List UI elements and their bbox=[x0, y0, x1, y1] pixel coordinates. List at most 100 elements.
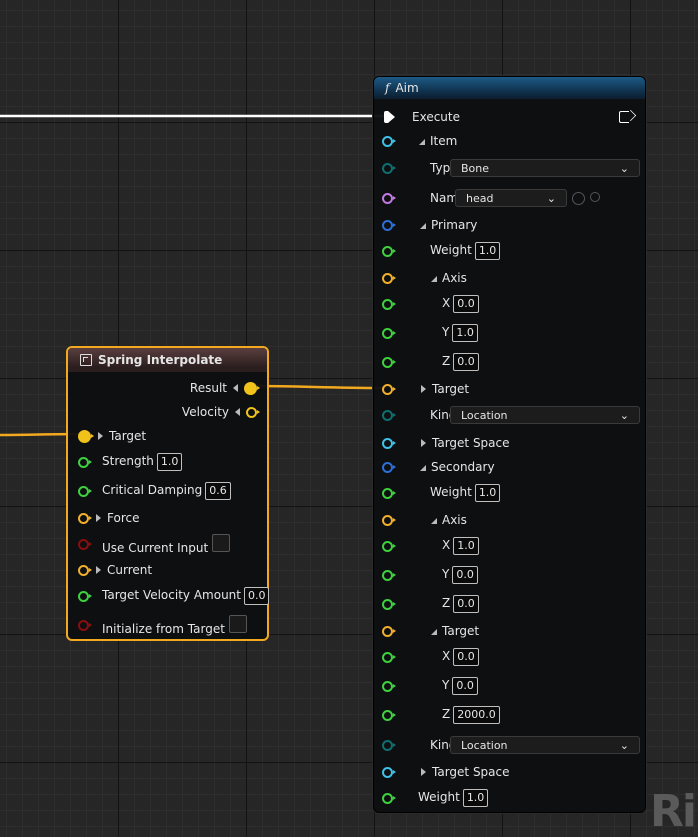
p-kind-pin[interactable] bbox=[382, 409, 396, 421]
p-z-pin[interactable] bbox=[382, 356, 396, 368]
secondary-text: Secondary bbox=[431, 460, 495, 474]
s-space-pin[interactable] bbox=[382, 766, 396, 778]
collapsed-arrow-icon[interactable] bbox=[96, 566, 101, 574]
result-output-pin[interactable] bbox=[244, 381, 260, 395]
initialize-from-target-pin[interactable] bbox=[78, 619, 92, 631]
spring-node-title: Spring Interpolate bbox=[98, 353, 223, 367]
s-weight-value-field[interactable]: 1.0 bbox=[474, 484, 501, 502]
s-z-pin[interactable] bbox=[382, 598, 396, 610]
p-weight-value-field[interactable]: 1.0 bbox=[474, 242, 501, 260]
s-z-value-field[interactable]: 0.0 bbox=[453, 595, 479, 613]
critical-damping-text: Critical Damping bbox=[102, 483, 203, 497]
s-target-pin[interactable] bbox=[382, 625, 396, 637]
spring-node-header[interactable]: Spring Interpolate bbox=[68, 348, 267, 372]
aim-row-p-target: Target bbox=[382, 379, 637, 399]
s-x-value-field[interactable]: 1.0 bbox=[453, 537, 479, 555]
result-output-label: Result bbox=[189, 381, 227, 395]
p-y-value-field[interactable]: 1.0 bbox=[452, 324, 478, 342]
s-y-pin[interactable] bbox=[382, 569, 396, 581]
expanded-arrow-icon[interactable] bbox=[431, 629, 437, 635]
t-x-value-field[interactable]: 0.0 bbox=[453, 648, 479, 666]
s-weight-pin[interactable] bbox=[382, 487, 396, 499]
weight-pin[interactable] bbox=[382, 792, 396, 804]
target-velocity-amount-pin[interactable] bbox=[78, 590, 92, 602]
name-pin[interactable] bbox=[382, 192, 396, 204]
collapsed-arrow-icon[interactable] bbox=[421, 768, 426, 776]
use-selected-icon[interactable] bbox=[572, 191, 585, 205]
p-y-pin[interactable] bbox=[382, 327, 396, 339]
target-pin[interactable] bbox=[78, 429, 94, 443]
p-kind-dropdown[interactable]: Location⌄ bbox=[450, 406, 640, 424]
s-axis-pin[interactable] bbox=[382, 514, 396, 526]
output-arrow-icon bbox=[235, 408, 240, 416]
t-x-pin[interactable] bbox=[382, 651, 396, 663]
use-current-input-pin[interactable] bbox=[78, 538, 92, 550]
primary-label: Primary bbox=[420, 218, 477, 232]
critical-damping-value-field[interactable]: 0.6 bbox=[205, 482, 231, 500]
target-velocity-amount-value-field[interactable]: 0.0 bbox=[243, 587, 270, 605]
aim-row-execute: Execute bbox=[382, 107, 637, 127]
exec-input-pin[interactable] bbox=[384, 111, 395, 123]
bone-name-dropdown[interactable]: head⌄ bbox=[455, 189, 567, 207]
t-z-value-field[interactable]: 2000.0 bbox=[453, 706, 500, 724]
aim-row-p-axis: Axis bbox=[382, 268, 637, 288]
collapsed-arrow-icon[interactable] bbox=[98, 432, 103, 440]
chevron-down-icon: ⌄ bbox=[546, 191, 556, 205]
item-pin[interactable] bbox=[382, 135, 396, 147]
critical-damping-pin[interactable] bbox=[78, 485, 92, 497]
initialize-from-target-label: Initialize from Target bbox=[102, 614, 247, 636]
t-z-pin[interactable] bbox=[382, 709, 396, 721]
expanded-arrow-icon[interactable] bbox=[419, 139, 425, 145]
collapsed-arrow-icon[interactable] bbox=[96, 514, 101, 522]
p-weight-pin[interactable] bbox=[382, 245, 396, 257]
use-current-input-text: Use Current Input bbox=[102, 540, 209, 555]
force-pin[interactable] bbox=[78, 512, 92, 524]
velocity-output-pin[interactable] bbox=[246, 406, 260, 418]
p-space-pin[interactable] bbox=[382, 437, 396, 449]
secondary-pin[interactable] bbox=[382, 461, 396, 473]
type-dropdown[interactable]: Bone⌄ bbox=[450, 159, 640, 177]
collapsed-arrow-icon[interactable] bbox=[421, 439, 426, 447]
s-y-value-field[interactable]: 0.0 bbox=[452, 566, 478, 584]
p-x-value-field[interactable]: 0.0 bbox=[453, 295, 479, 313]
s-kind-dropdown[interactable]: Location⌄ bbox=[450, 736, 640, 754]
s-x-pin[interactable] bbox=[382, 540, 396, 552]
p-axis-pin[interactable] bbox=[382, 272, 396, 284]
weight-value-field[interactable]: 1.0 bbox=[462, 789, 489, 807]
expanded-arrow-icon[interactable] bbox=[420, 465, 426, 471]
p-target-pin[interactable] bbox=[382, 383, 396, 395]
p-z-value-field[interactable]: 0.0 bbox=[453, 353, 479, 371]
use-current-input-checkbox[interactable] bbox=[212, 533, 231, 552]
p-x-pin[interactable] bbox=[382, 298, 396, 310]
expanded-arrow-icon[interactable] bbox=[420, 223, 426, 229]
exec-output-pin[interactable] bbox=[619, 111, 629, 123]
browse-search-icon[interactable] bbox=[590, 192, 600, 202]
collapsed-arrow-icon[interactable] bbox=[421, 385, 426, 393]
aim-row-s-space: Target Space bbox=[382, 762, 637, 782]
type-pin[interactable] bbox=[382, 162, 396, 174]
primary-pin[interactable] bbox=[382, 219, 396, 231]
initialize-from-target-checkbox[interactable] bbox=[228, 614, 247, 633]
current-pin[interactable] bbox=[78, 564, 92, 576]
expanded-arrow-icon[interactable] bbox=[431, 518, 437, 524]
aim-node-header[interactable]: f Aim bbox=[374, 77, 645, 99]
strength-pin[interactable] bbox=[78, 456, 92, 468]
s-kind-pin[interactable] bbox=[382, 739, 396, 751]
function-icon: f bbox=[385, 81, 390, 95]
expanded-arrow-icon[interactable] bbox=[431, 276, 437, 282]
t-y-pin[interactable] bbox=[382, 680, 396, 692]
t-y-value-field[interactable]: 0.0 bbox=[452, 677, 478, 695]
strength-value-field[interactable]: 1.0 bbox=[156, 453, 183, 471]
